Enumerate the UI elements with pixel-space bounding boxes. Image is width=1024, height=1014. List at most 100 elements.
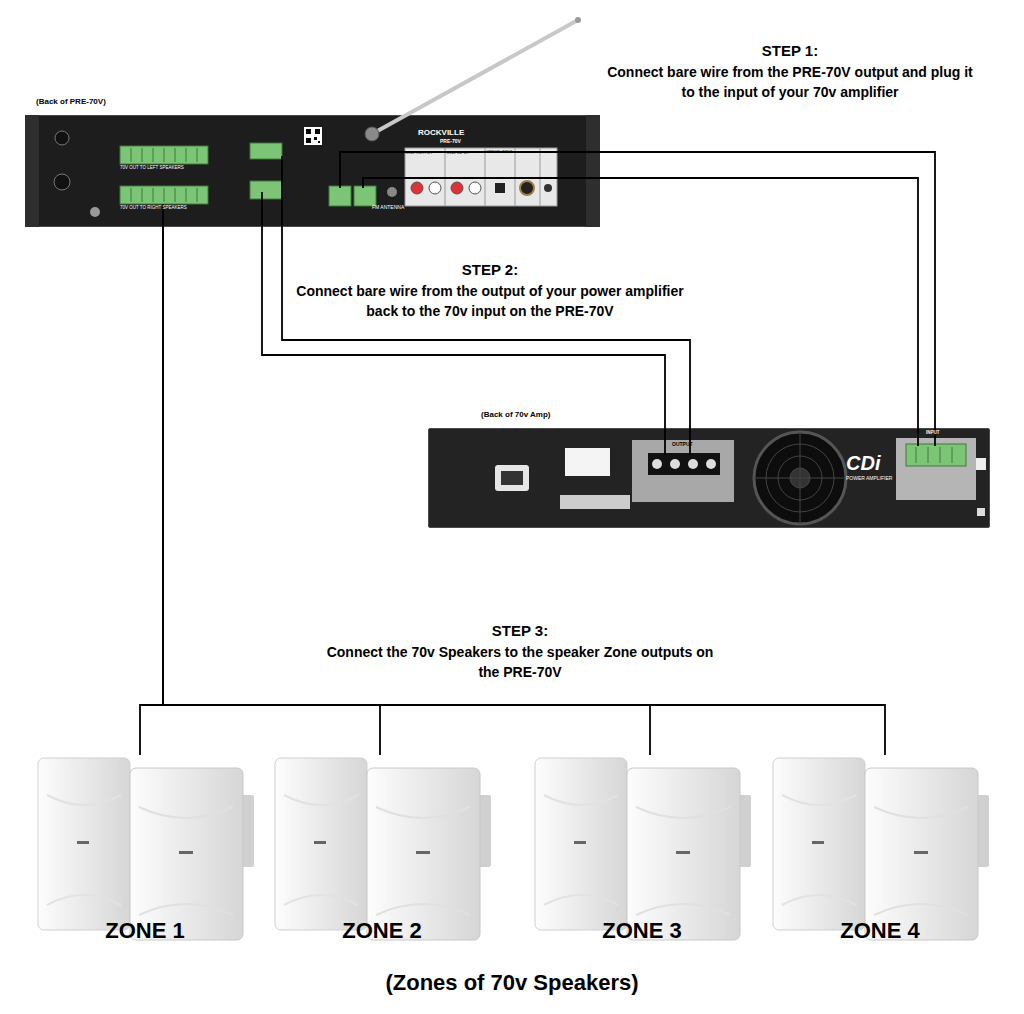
input-plate bbox=[896, 438, 976, 500]
input-terminal bbox=[250, 181, 282, 199]
wire-run bbox=[163, 227, 380, 755]
instruction-text: (Zones of 70v Speakers) bbox=[262, 970, 762, 996]
output-terminal bbox=[648, 453, 720, 475]
speaker-zone: ZONE 1 bbox=[35, 755, 255, 950]
wire-connector bbox=[600, 152, 935, 428]
wire bbox=[261, 192, 263, 227]
panel-label: 70V OUT TO RIGHT SPEAKERS bbox=[120, 206, 187, 211]
panel-label: ROCKVILLE bbox=[418, 129, 464, 138]
rca-jack bbox=[429, 182, 441, 194]
panel-label: 70V OUT TO LEFT SPEAKERS bbox=[120, 166, 184, 171]
power-inlet bbox=[54, 174, 70, 190]
line-output-terminal bbox=[329, 186, 351, 206]
terminal-screws bbox=[131, 188, 197, 202]
wire bbox=[363, 178, 600, 188]
line-output-terminal bbox=[354, 186, 376, 206]
wire-run bbox=[600, 178, 918, 428]
speaker-grille bbox=[284, 795, 358, 905]
panel-label: OPTICAL INPUT bbox=[486, 151, 512, 155]
fuse-holder bbox=[55, 131, 69, 145]
speaker-grille bbox=[636, 807, 730, 915]
warning-label bbox=[560, 495, 630, 509]
optical-jack bbox=[495, 183, 505, 193]
terminal-screw bbox=[688, 459, 698, 469]
speaker-cabinet bbox=[130, 768, 243, 940]
fan-grille bbox=[778, 456, 822, 500]
rca-jack bbox=[469, 182, 481, 194]
speaker-logo bbox=[914, 851, 928, 854]
brand-badge bbox=[976, 458, 986, 470]
panel-label: CDi bbox=[846, 452, 880, 474]
speaker-zone: ZONE 4 bbox=[770, 755, 990, 950]
device-heading: (Back of PRE-70V) bbox=[36, 97, 106, 106]
terminal-block bbox=[120, 186, 208, 204]
qr-pattern bbox=[306, 129, 320, 143]
speaker-zone: ZONE 2 bbox=[272, 755, 492, 950]
speaker-grille bbox=[874, 807, 968, 915]
panel-label: INPUT bbox=[926, 431, 940, 436]
speaker-cabinet bbox=[627, 768, 740, 940]
terminal-screws bbox=[131, 148, 197, 162]
iec-inlet bbox=[495, 465, 529, 491]
instruction-text: Connect bare wire from the PRE-70V outpu… bbox=[604, 62, 976, 102]
panel-dividers bbox=[445, 148, 540, 206]
wire-connector bbox=[163, 227, 650, 755]
io-panel bbox=[405, 148, 557, 206]
speaker-cabinet bbox=[535, 758, 627, 930]
zone-label: ZONE 3 bbox=[532, 918, 752, 944]
instruction-text: STEP 2: bbox=[390, 261, 590, 279]
input-terminal bbox=[250, 143, 282, 159]
wire-run bbox=[600, 152, 935, 428]
wire-connector bbox=[140, 227, 163, 755]
device-heading: (Back of 70v Amp) bbox=[481, 410, 551, 419]
wire-connector bbox=[163, 227, 380, 755]
wire-connector bbox=[262, 227, 690, 428]
speaker-cabinet bbox=[275, 758, 367, 930]
zone-label: ZONE 4 bbox=[770, 918, 990, 944]
mute-button bbox=[544, 184, 552, 192]
spec-label bbox=[565, 448, 610, 476]
zone-label: ZONE 1 bbox=[35, 918, 255, 944]
fan-hub bbox=[790, 468, 810, 488]
wire bbox=[689, 428, 691, 455]
speaker-grille bbox=[139, 807, 233, 915]
wire bbox=[917, 428, 919, 446]
speaker-zone: ZONE 3 bbox=[532, 755, 752, 950]
antenna-base bbox=[365, 127, 379, 141]
input-plug bbox=[906, 444, 966, 466]
fan bbox=[754, 432, 846, 524]
speaker-grille bbox=[47, 795, 121, 905]
device-panel: (Back of PRE-70V) bbox=[25, 115, 600, 227]
wire-connector bbox=[163, 227, 885, 755]
instruction-text: Connect bare wire from the output of you… bbox=[280, 281, 700, 321]
plug-screws bbox=[916, 447, 952, 463]
instruction-text: STEP 3: bbox=[420, 622, 620, 640]
output-plate bbox=[632, 440, 734, 502]
panel-label: OUTPUT bbox=[672, 442, 693, 448]
speaker-logo bbox=[416, 851, 430, 854]
panel-label: LINE OUTPUT bbox=[406, 151, 432, 155]
fan-grille bbox=[766, 444, 834, 512]
speaker-grille bbox=[782, 795, 856, 905]
wire-run bbox=[163, 227, 650, 755]
speaker-logo bbox=[314, 841, 326, 844]
speaker-logo bbox=[77, 841, 89, 844]
wire-run bbox=[282, 227, 690, 428]
ground-screw bbox=[90, 207, 100, 217]
wire bbox=[664, 428, 666, 455]
usb-port bbox=[977, 508, 985, 516]
instruction-text: Connect the 70v Speakers to the speaker … bbox=[320, 642, 720, 682]
fm-antenna bbox=[372, 20, 578, 134]
antenna-button bbox=[387, 187, 397, 197]
terminal-block bbox=[120, 146, 208, 164]
speaker-grille bbox=[376, 807, 470, 915]
antenna-tip bbox=[575, 17, 581, 23]
wire bbox=[162, 204, 164, 227]
speaker-grille bbox=[544, 795, 618, 905]
rca-jack bbox=[411, 182, 423, 194]
panel-label: FM ANTENNA bbox=[372, 205, 404, 211]
speaker-logo bbox=[179, 851, 193, 854]
